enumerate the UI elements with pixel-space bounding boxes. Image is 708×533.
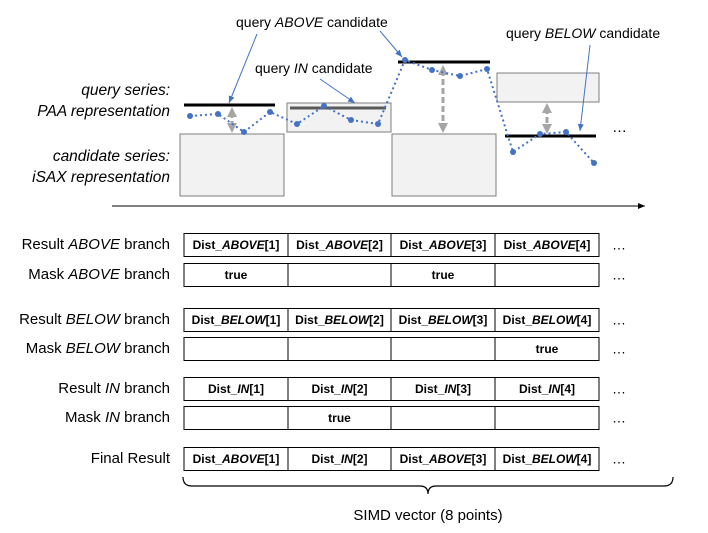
- annotation-above-pointer: [228, 33, 258, 104]
- cell-value: Dist_ABOVE[2]: [296, 238, 383, 252]
- cell-value: Dist_BELOW[2]: [295, 313, 384, 327]
- row-label: Mask BELOW branch: [26, 340, 170, 357]
- simd-brace: [182, 476, 674, 495]
- row-label: Result BELOW branch: [19, 311, 170, 328]
- cell-value: Dist_ABOVE[4]: [504, 238, 591, 252]
- table-cell: [287, 337, 392, 361]
- raw-series-line: [189, 58, 595, 164]
- series-point: [321, 103, 327, 109]
- table-row: Mask IN branch true …: [65, 406, 626, 430]
- annotation-below-pointer: [577, 44, 591, 132]
- series-point: [348, 117, 354, 123]
- row-label: Mask ABOVE branch: [28, 266, 170, 283]
- row-label: Result ABOVE branch: [22, 236, 170, 253]
- paa-representation-label: PAA representation: [37, 103, 170, 120]
- query-series-label: query series:: [81, 82, 170, 99]
- candidate-box-4: [496, 72, 600, 103]
- row-ellipsis: …: [612, 451, 626, 467]
- cell-value: Dist_IN[2]: [311, 382, 367, 396]
- series-point: [241, 129, 247, 135]
- row-label: Result IN branch: [58, 380, 170, 397]
- series-point: [215, 111, 221, 117]
- cell-value: Dist_BELOW[4]: [503, 452, 592, 466]
- row-ellipsis: …: [612, 341, 626, 357]
- simd-vector-label: SIMD vector (8 points): [353, 507, 502, 524]
- distance-arrows: [227, 65, 552, 134]
- row-ellipsis: …: [612, 410, 626, 426]
- annotations: query ABOVE candidate query IN candidate…: [228, 14, 660, 132]
- series-point: [294, 121, 300, 127]
- annotation-below: query BELOW candidate: [506, 25, 660, 41]
- table-row: Mask BELOW branch true …: [26, 337, 626, 361]
- annotation-above: query ABOVE candidate: [236, 14, 388, 30]
- table-row: Final Result Dist_ABOVE[1] Dist_IN[2] Dist_…: [91, 447, 626, 471]
- table-cell: [390, 406, 496, 430]
- annotation-in: query IN candidate: [255, 60, 373, 76]
- candidate-box-1: [179, 133, 285, 197]
- cell-value: Dist_IN[1]: [208, 382, 264, 396]
- series-point: [457, 73, 463, 79]
- series-point: [402, 57, 408, 63]
- cell-value: true: [225, 268, 248, 282]
- cell-value: Dist_BELOW[4]: [503, 313, 592, 327]
- cell-value: Dist_ABOVE[1]: [193, 452, 280, 466]
- table-cell: [287, 263, 392, 287]
- row-ellipsis: …: [612, 381, 626, 397]
- side-labels: query series: PAA representation candida…: [32, 82, 170, 186]
- series-point: [591, 160, 597, 166]
- row-label: Mask IN branch: [65, 409, 170, 426]
- table-cell: [494, 308, 600, 332]
- series-point: [187, 113, 193, 119]
- isax-representation-label: iSAX representation: [32, 169, 170, 186]
- cell-value: Dist_IN[3]: [415, 382, 471, 396]
- cell-value: Dist_ABOVE[3]: [400, 452, 487, 466]
- cell-value: true: [328, 411, 351, 425]
- row-ellipsis: …: [612, 237, 626, 253]
- row-ellipsis: …: [612, 267, 626, 283]
- series-point: [510, 149, 516, 155]
- series-point: [563, 129, 569, 135]
- series-point: [484, 66, 490, 72]
- series-point: [375, 121, 381, 127]
- table-cell: [494, 447, 600, 471]
- cell-value: Dist_BELOW[1]: [192, 313, 281, 327]
- table-row: Result ABOVE branch Dist_ABOVE[1] Dist_ABO…: [22, 233, 626, 257]
- row-ellipsis: …: [612, 312, 626, 328]
- candidate-box-3: [391, 133, 497, 197]
- table-cell: [494, 233, 600, 257]
- table-cell: [494, 377, 600, 401]
- table-cell: [390, 337, 496, 361]
- table-cell: [494, 263, 600, 287]
- top-ellipsis: …: [612, 119, 627, 136]
- series-point: [429, 67, 435, 73]
- series-point: [267, 109, 273, 115]
- cell-value: Dist_IN[4]: [519, 382, 575, 396]
- cell-value: Dist_IN[2]: [311, 452, 367, 466]
- cell-value: Dist_ABOVE[1]: [193, 238, 280, 252]
- cell-value: true: [432, 268, 455, 282]
- table-cell: [494, 406, 600, 430]
- candidate-series-label: candidate series:: [53, 148, 170, 165]
- annotation-in-pointer: [319, 78, 356, 104]
- annotation-above-pointer-2: [379, 30, 403, 58]
- cell-value: true: [536, 342, 559, 356]
- cell-value: Dist_BELOW[3]: [399, 313, 488, 327]
- table-cell: [494, 337, 600, 361]
- series-point: [537, 131, 543, 137]
- table-row: Result BELOW branch Dist_BELOW[1] Dist_BEL…: [19, 308, 626, 332]
- row-label: Final Result: [91, 450, 171, 467]
- table-cell: [183, 406, 289, 430]
- table-row: Result IN branch Dist_IN[1] Dist_IN[2] Dist…: [58, 377, 626, 401]
- cell-value: Dist_ABOVE[3]: [400, 238, 487, 252]
- table-cell: [183, 337, 289, 361]
- table-row: Mask ABOVE branch true true …: [28, 263, 626, 287]
- raw-series: [187, 57, 597, 166]
- paa-segments: [184, 60, 596, 138]
